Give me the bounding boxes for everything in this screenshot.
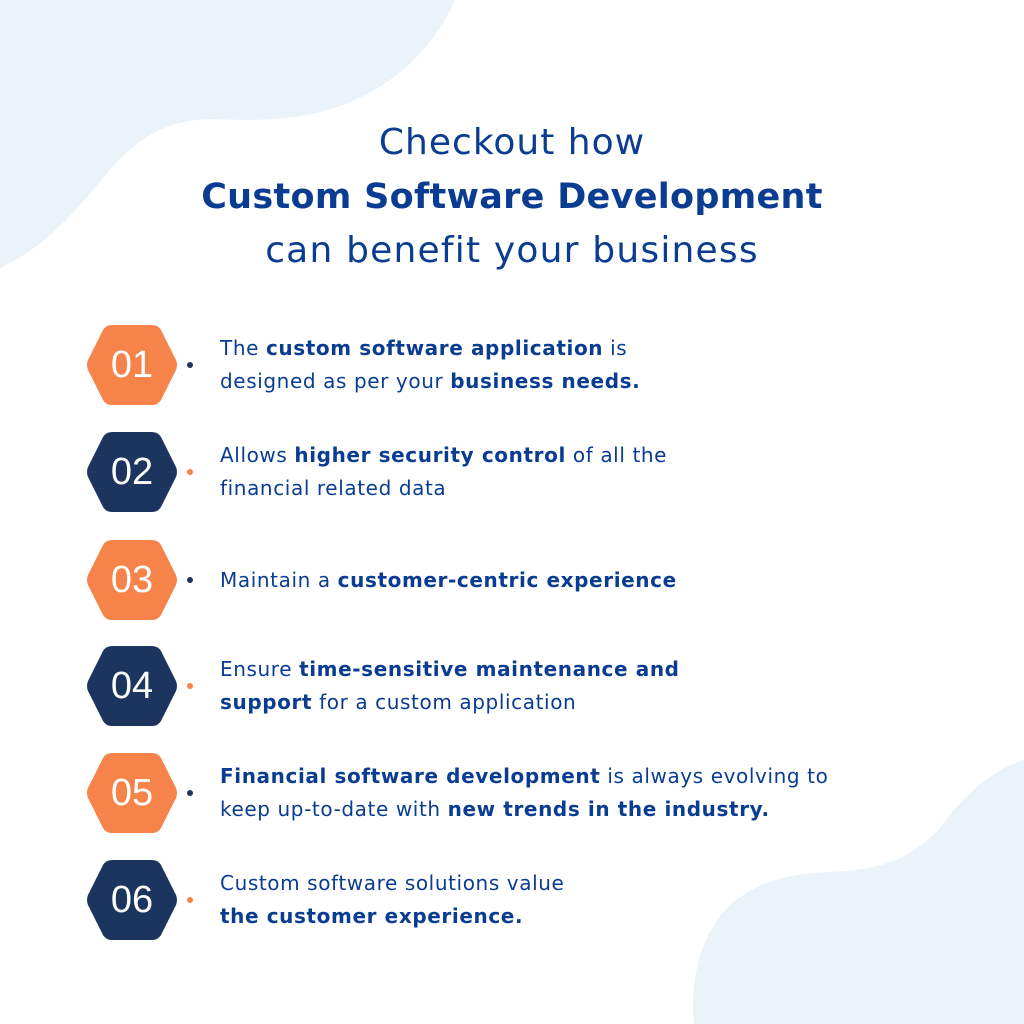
bullet-dot-icon (187, 790, 193, 796)
hexagon-shape-icon (87, 325, 177, 405)
hexagon-shape-icon (87, 540, 177, 620)
emphasis-text: higher security control (294, 443, 566, 467)
benefit-text-line: support for a custom application (220, 686, 980, 719)
benefit-text-line: the customer experience. (220, 900, 980, 933)
bullet-dot-icon (187, 577, 193, 583)
body-text: Maintain a (220, 567, 338, 592)
hexagon-badge: 02 (86, 430, 178, 514)
benefit-text: Allows higher security control of all th… (220, 430, 980, 514)
benefit-text-line: Maintain a customer-centric experience (220, 564, 980, 597)
hexagon-badge: 01 (86, 323, 178, 407)
badge-number: 05 (110, 772, 154, 814)
benefit-text-line: designed as per your business needs. (220, 365, 980, 398)
header-line-1: Checkout how (378, 122, 646, 163)
page-header: Checkout how Custom Software Development… (0, 116, 1024, 278)
emphasis-text: Financial software development (220, 764, 601, 788)
body-text: of all the (565, 443, 668, 467)
emphasis-text: custom software application (265, 336, 604, 360)
emphasis-text: customer-centric experience (337, 567, 677, 592)
benefit-text-line: Allows higher security control of all th… (220, 439, 980, 472)
badge-number: 02 (110, 451, 154, 493)
benefit-text-line: financial related data (220, 472, 980, 505)
hexagon-shape-icon (87, 753, 177, 833)
header-title: Custom Software Development (201, 177, 823, 217)
header-line-3: can benefit your business (265, 230, 759, 271)
bullet-dot-icon (187, 897, 193, 903)
body-text: designed as per your (220, 369, 451, 393)
benefit-item-02: 02 Allows higher security control of all … (86, 430, 986, 514)
emphasis-text: time-sensitive maintenance and (299, 657, 680, 681)
body-text: financial related data (220, 476, 447, 500)
hexagon-badge: 05 (86, 751, 178, 835)
benefit-text: Financial software development is always… (220, 751, 980, 835)
body-text: is always evolving to (600, 764, 829, 788)
emphasis-text: the customer experience. (220, 904, 524, 928)
benefit-text-line: Custom software solutions value (220, 867, 980, 900)
hexagon-badge: 03 (86, 538, 178, 622)
hexagon-shape-icon (87, 860, 177, 940)
hexagon-shape-icon (87, 432, 177, 512)
emphasis-text: business needs. (450, 369, 641, 393)
benefit-item-03: 03 Maintain a customer-centric experience (86, 538, 986, 622)
benefit-item-05: 05 Financial software development is alwa… (86, 751, 986, 835)
top-left-blob (0, 0, 455, 268)
hexagon-badge: 06 (86, 858, 178, 942)
body-text: Allows (220, 443, 295, 467)
badge-number: 04 (110, 665, 154, 707)
bottom-right-blob (693, 760, 1024, 1024)
bullet-dot-icon (187, 683, 193, 689)
badge-number: 06 (110, 879, 154, 921)
benefit-item-06: 06 Custom software solutions value the cus… (86, 858, 986, 942)
emphasis-text: support (220, 690, 313, 714)
benefit-text-line: Ensure time-sensitive maintenance and (220, 653, 980, 686)
bullet-dot-icon (187, 362, 193, 368)
emphasis-text: new trends in the industry. (447, 797, 770, 821)
body-text: The (220, 336, 266, 360)
badge-number: 01 (110, 344, 154, 386)
benefit-text-line: keep up-to-date with new trends in the i… (220, 793, 980, 826)
body-text: is (603, 336, 628, 360)
benefit-text: Custom software solutions value the custo… (220, 858, 980, 942)
body-text: keep up-to-date with (220, 797, 448, 821)
body-text: Custom software solutions value (220, 871, 565, 895)
badge-number: 03 (110, 559, 154, 601)
hexagon-badge: 04 (86, 644, 178, 728)
body-text: Ensure (220, 657, 300, 681)
bullet-dot-icon (187, 469, 193, 475)
body-text: for a custom application (312, 690, 577, 714)
hexagon-shape-icon (87, 646, 177, 726)
benefit-text: Maintain a customer-centric experience (220, 538, 980, 622)
benefit-text-line: The custom software application is (220, 332, 980, 365)
benefit-text-line: Financial software development is always… (220, 760, 980, 793)
